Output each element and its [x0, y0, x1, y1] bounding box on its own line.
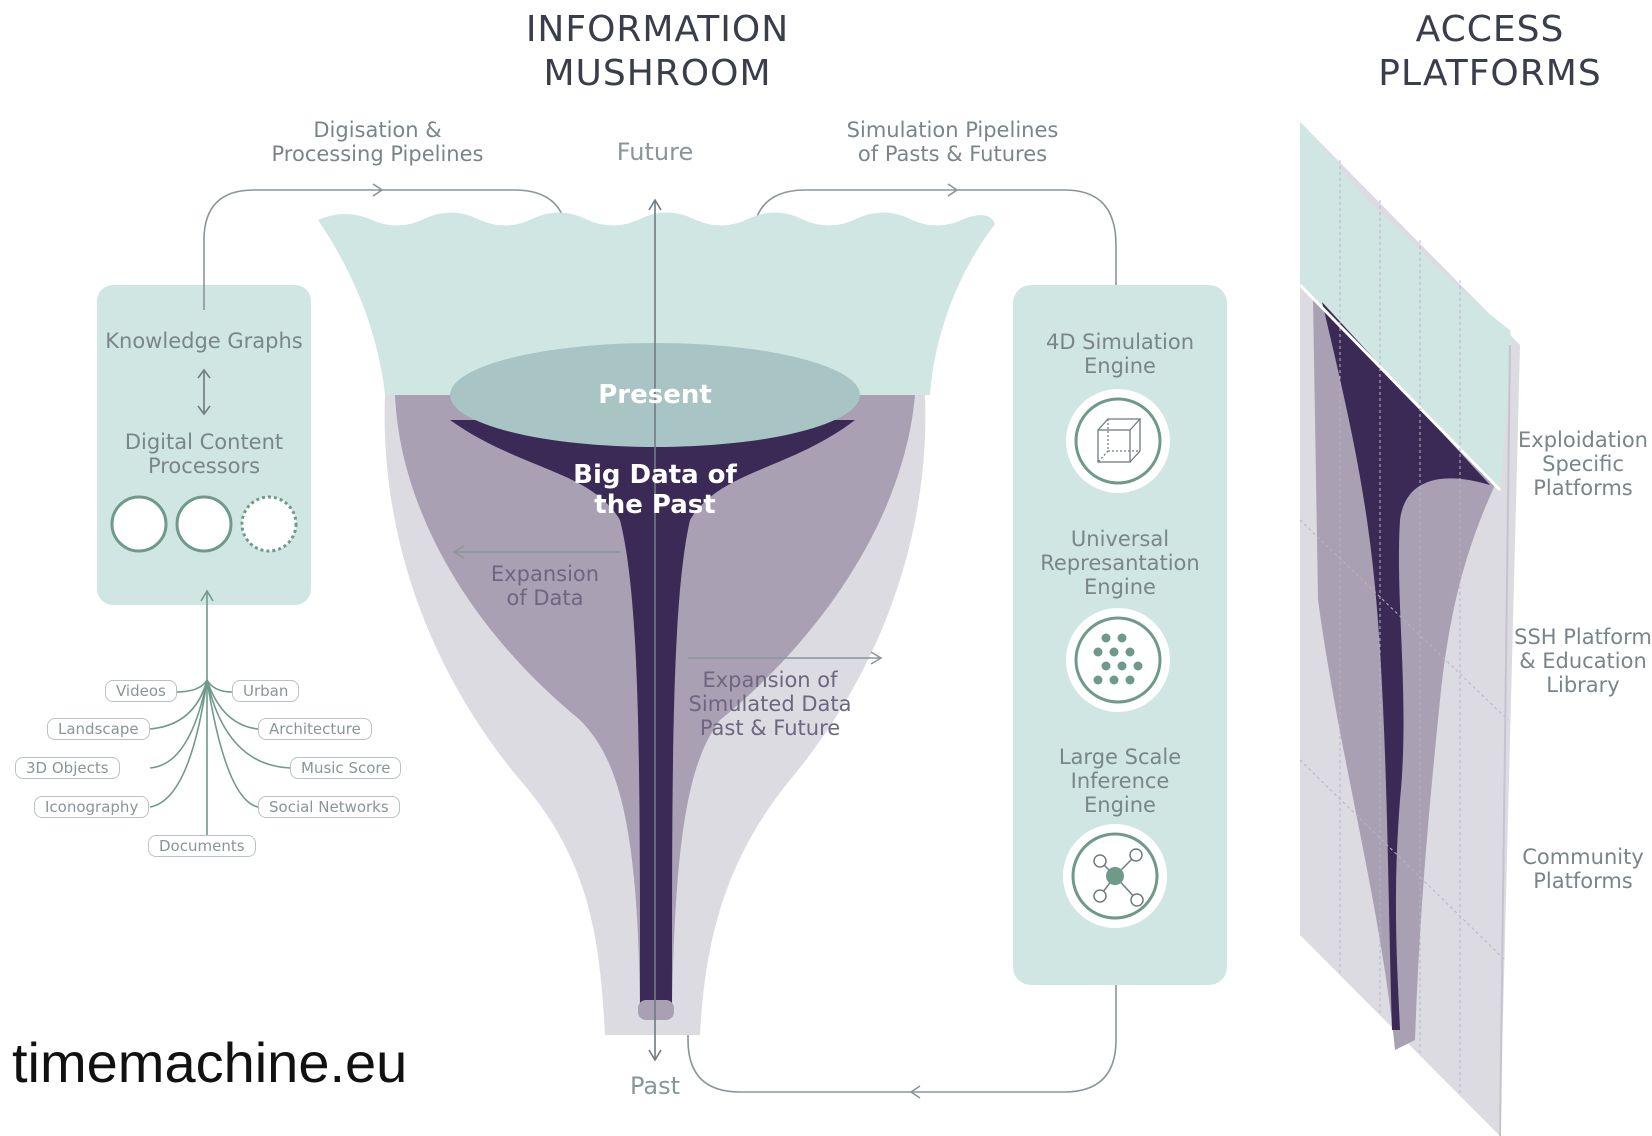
network-graph-icon	[1063, 824, 1167, 928]
source-tag-documents: Documents	[148, 835, 256, 857]
source-tag-music-score: Music Score	[290, 757, 402, 779]
digitisation-pipeline-label: Digisation & Processing Pipelines	[271, 118, 484, 166]
future-label: Future	[616, 138, 694, 166]
platform-ssh-education-label: SSH Platform & Education Library	[1514, 625, 1652, 697]
platform-community-label: Community Platforms	[1522, 845, 1644, 893]
source-tag-architecture: Architecture	[258, 718, 372, 740]
source-tag-urban: Urban	[232, 680, 300, 702]
source-tag-social-networks: Social Networks	[258, 796, 400, 818]
processor-ring-icon	[110, 495, 298, 553]
expansion-simulated-label: Expansion of Simulated Data Past & Futur…	[688, 668, 852, 740]
engine-4d-simulation-label: 4D Simulation Engine	[1045, 330, 1195, 378]
knowledge-graphs-label: Knowledge Graphs	[105, 329, 303, 353]
platform-exploitation-label: Exploidation Specific Platforms	[1518, 428, 1648, 500]
engine-universal-representation-label: Universal Represantation Engine	[1040, 527, 1200, 599]
digital-content-processors-label: Digital Content Processors	[124, 430, 284, 478]
expansion-data-label: Expansion of Data	[490, 562, 600, 610]
cube-icon	[1066, 389, 1170, 493]
simulation-pipeline-label: Simulation Pipelines of Pasts & Futures	[846, 118, 1059, 166]
present-label: Present	[598, 380, 712, 410]
access-platforms-slab	[1298, 122, 1520, 1136]
past-label: Past	[629, 1072, 680, 1100]
mushroom-cap	[318, 212, 995, 395]
information-mushroom-heading: INFORMATION MUSHROOM	[525, 9, 790, 94]
big-data-label: Big Data of the Past	[573, 460, 737, 520]
access-platforms-heading: ACCESS PLATFORMS	[1378, 9, 1602, 94]
source-tag-3d-objects: 3D Objects	[15, 757, 120, 779]
source-tag-iconography: Iconography	[34, 796, 150, 818]
footer-url: timemachine.eu	[12, 1031, 408, 1094]
source-tag-videos: Videos	[105, 680, 177, 702]
engine-large-scale-inference-label: Large Scale Inference Engine	[1058, 745, 1182, 817]
source-tag-landscape: Landscape	[47, 718, 150, 740]
big-data-core	[450, 420, 855, 1005]
sources-fan	[149, 589, 291, 835]
dot-grid-icon	[1066, 608, 1170, 712]
return-arrow	[687, 985, 1117, 1093]
